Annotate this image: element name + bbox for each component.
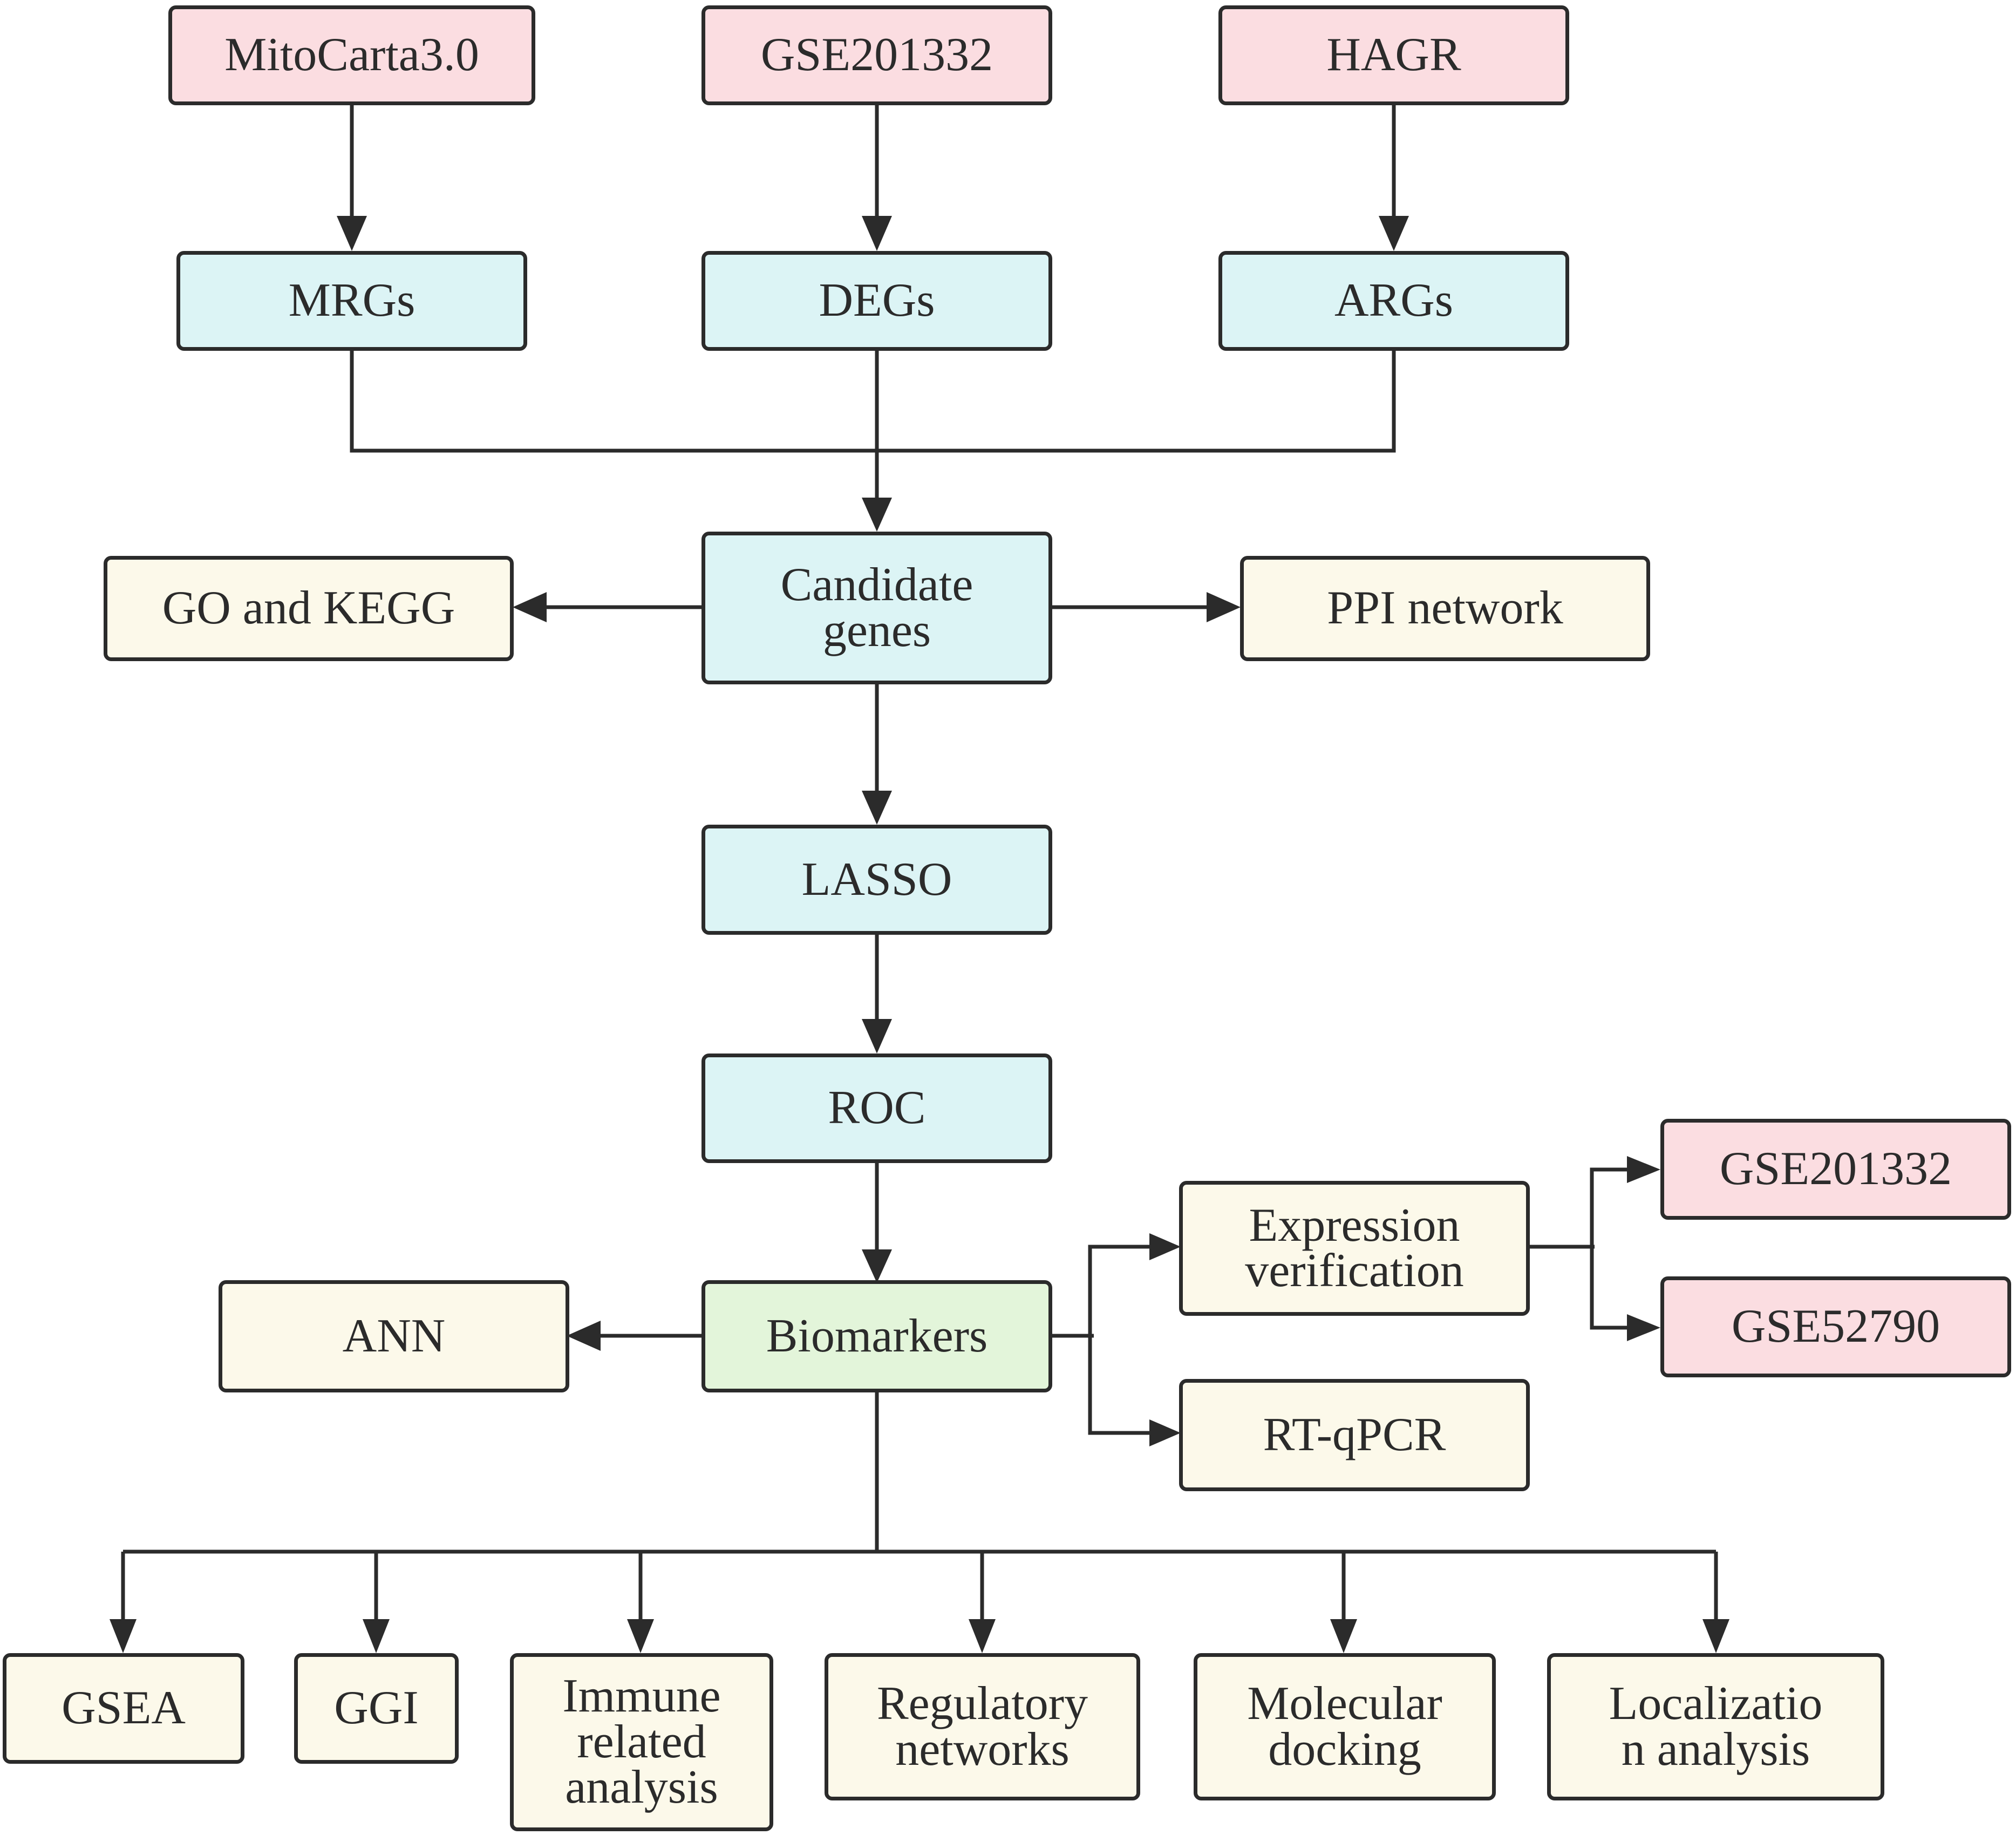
node-gse201332-validation: GSE201332 — [1660, 1119, 2011, 1220]
arrowhead-gsea — [110, 1619, 137, 1653]
node-mitocarta: MitoCarta3.0 — [168, 5, 535, 105]
arrowhead-ppi — [1207, 592, 1241, 622]
arrowhead-degs — [862, 216, 892, 251]
node-expression-verification: Expression verification — [1179, 1181, 1530, 1316]
node-molecular-docking: Molecular docking — [1194, 1653, 1496, 1800]
arrowhead-gse201332-val — [1627, 1156, 1660, 1183]
node-regulatory-networks: Regulatory networks — [825, 1653, 1140, 1800]
arrowhead-mrgs — [337, 216, 367, 251]
edge-to-gse201332-val — [1590, 1167, 1631, 1247]
arrowhead-regulatory — [969, 1619, 996, 1653]
node-roc: ROC — [701, 1054, 1052, 1163]
node-args: ARGs — [1218, 251, 1569, 351]
node-mrgs: MRGs — [176, 251, 527, 351]
arrowhead-ann — [567, 1321, 601, 1351]
node-gse201332-source: GSE201332 — [701, 5, 1052, 105]
edge-to-expression — [1088, 1245, 1155, 1336]
node-degs: DEGs — [701, 251, 1052, 351]
edge-to-rtqpcr — [1088, 1336, 1155, 1435]
arrowhead-lasso — [862, 791, 892, 825]
edge-merge — [350, 351, 1396, 453]
node-biomarkers: Biomarkers — [701, 1280, 1052, 1392]
arrowhead-molecular — [1330, 1619, 1357, 1653]
arrowhead-roc — [862, 1019, 892, 1054]
node-ggi: GGI — [294, 1653, 459, 1764]
edge-to-gse52790 — [1590, 1247, 1631, 1330]
arrowhead-gse52790 — [1627, 1314, 1660, 1341]
node-ppi-network: PPI network — [1240, 556, 1650, 661]
arrowhead-biomarkers — [862, 1249, 892, 1283]
arrowhead-ggi — [363, 1619, 390, 1653]
arrowhead-go — [513, 592, 547, 622]
arrowhead-expression — [1149, 1233, 1181, 1260]
arrowhead-candidate — [862, 498, 892, 532]
node-lasso: LASSO — [701, 825, 1052, 935]
arrowhead-args — [1379, 216, 1409, 251]
node-candidate-genes: Candidate genes — [701, 532, 1052, 684]
node-hagr: HAGR — [1218, 5, 1569, 105]
node-ann: ANN — [219, 1280, 569, 1392]
node-go-kegg: GO and KEGG — [104, 556, 514, 661]
arrowhead-localization — [1702, 1619, 1729, 1653]
node-gsea: GSEA — [3, 1653, 244, 1764]
arrowhead-rtqpcr — [1149, 1419, 1181, 1446]
arrowhead-immune — [627, 1619, 654, 1653]
node-immune-related-analysis: Immune related analysis — [510, 1653, 773, 1831]
node-gse52790: GSE52790 — [1660, 1276, 2011, 1377]
node-rt-qpcr: RT-qPCR — [1179, 1379, 1530, 1491]
node-localization-analysis: Localizatio n analysis — [1547, 1653, 1884, 1800]
